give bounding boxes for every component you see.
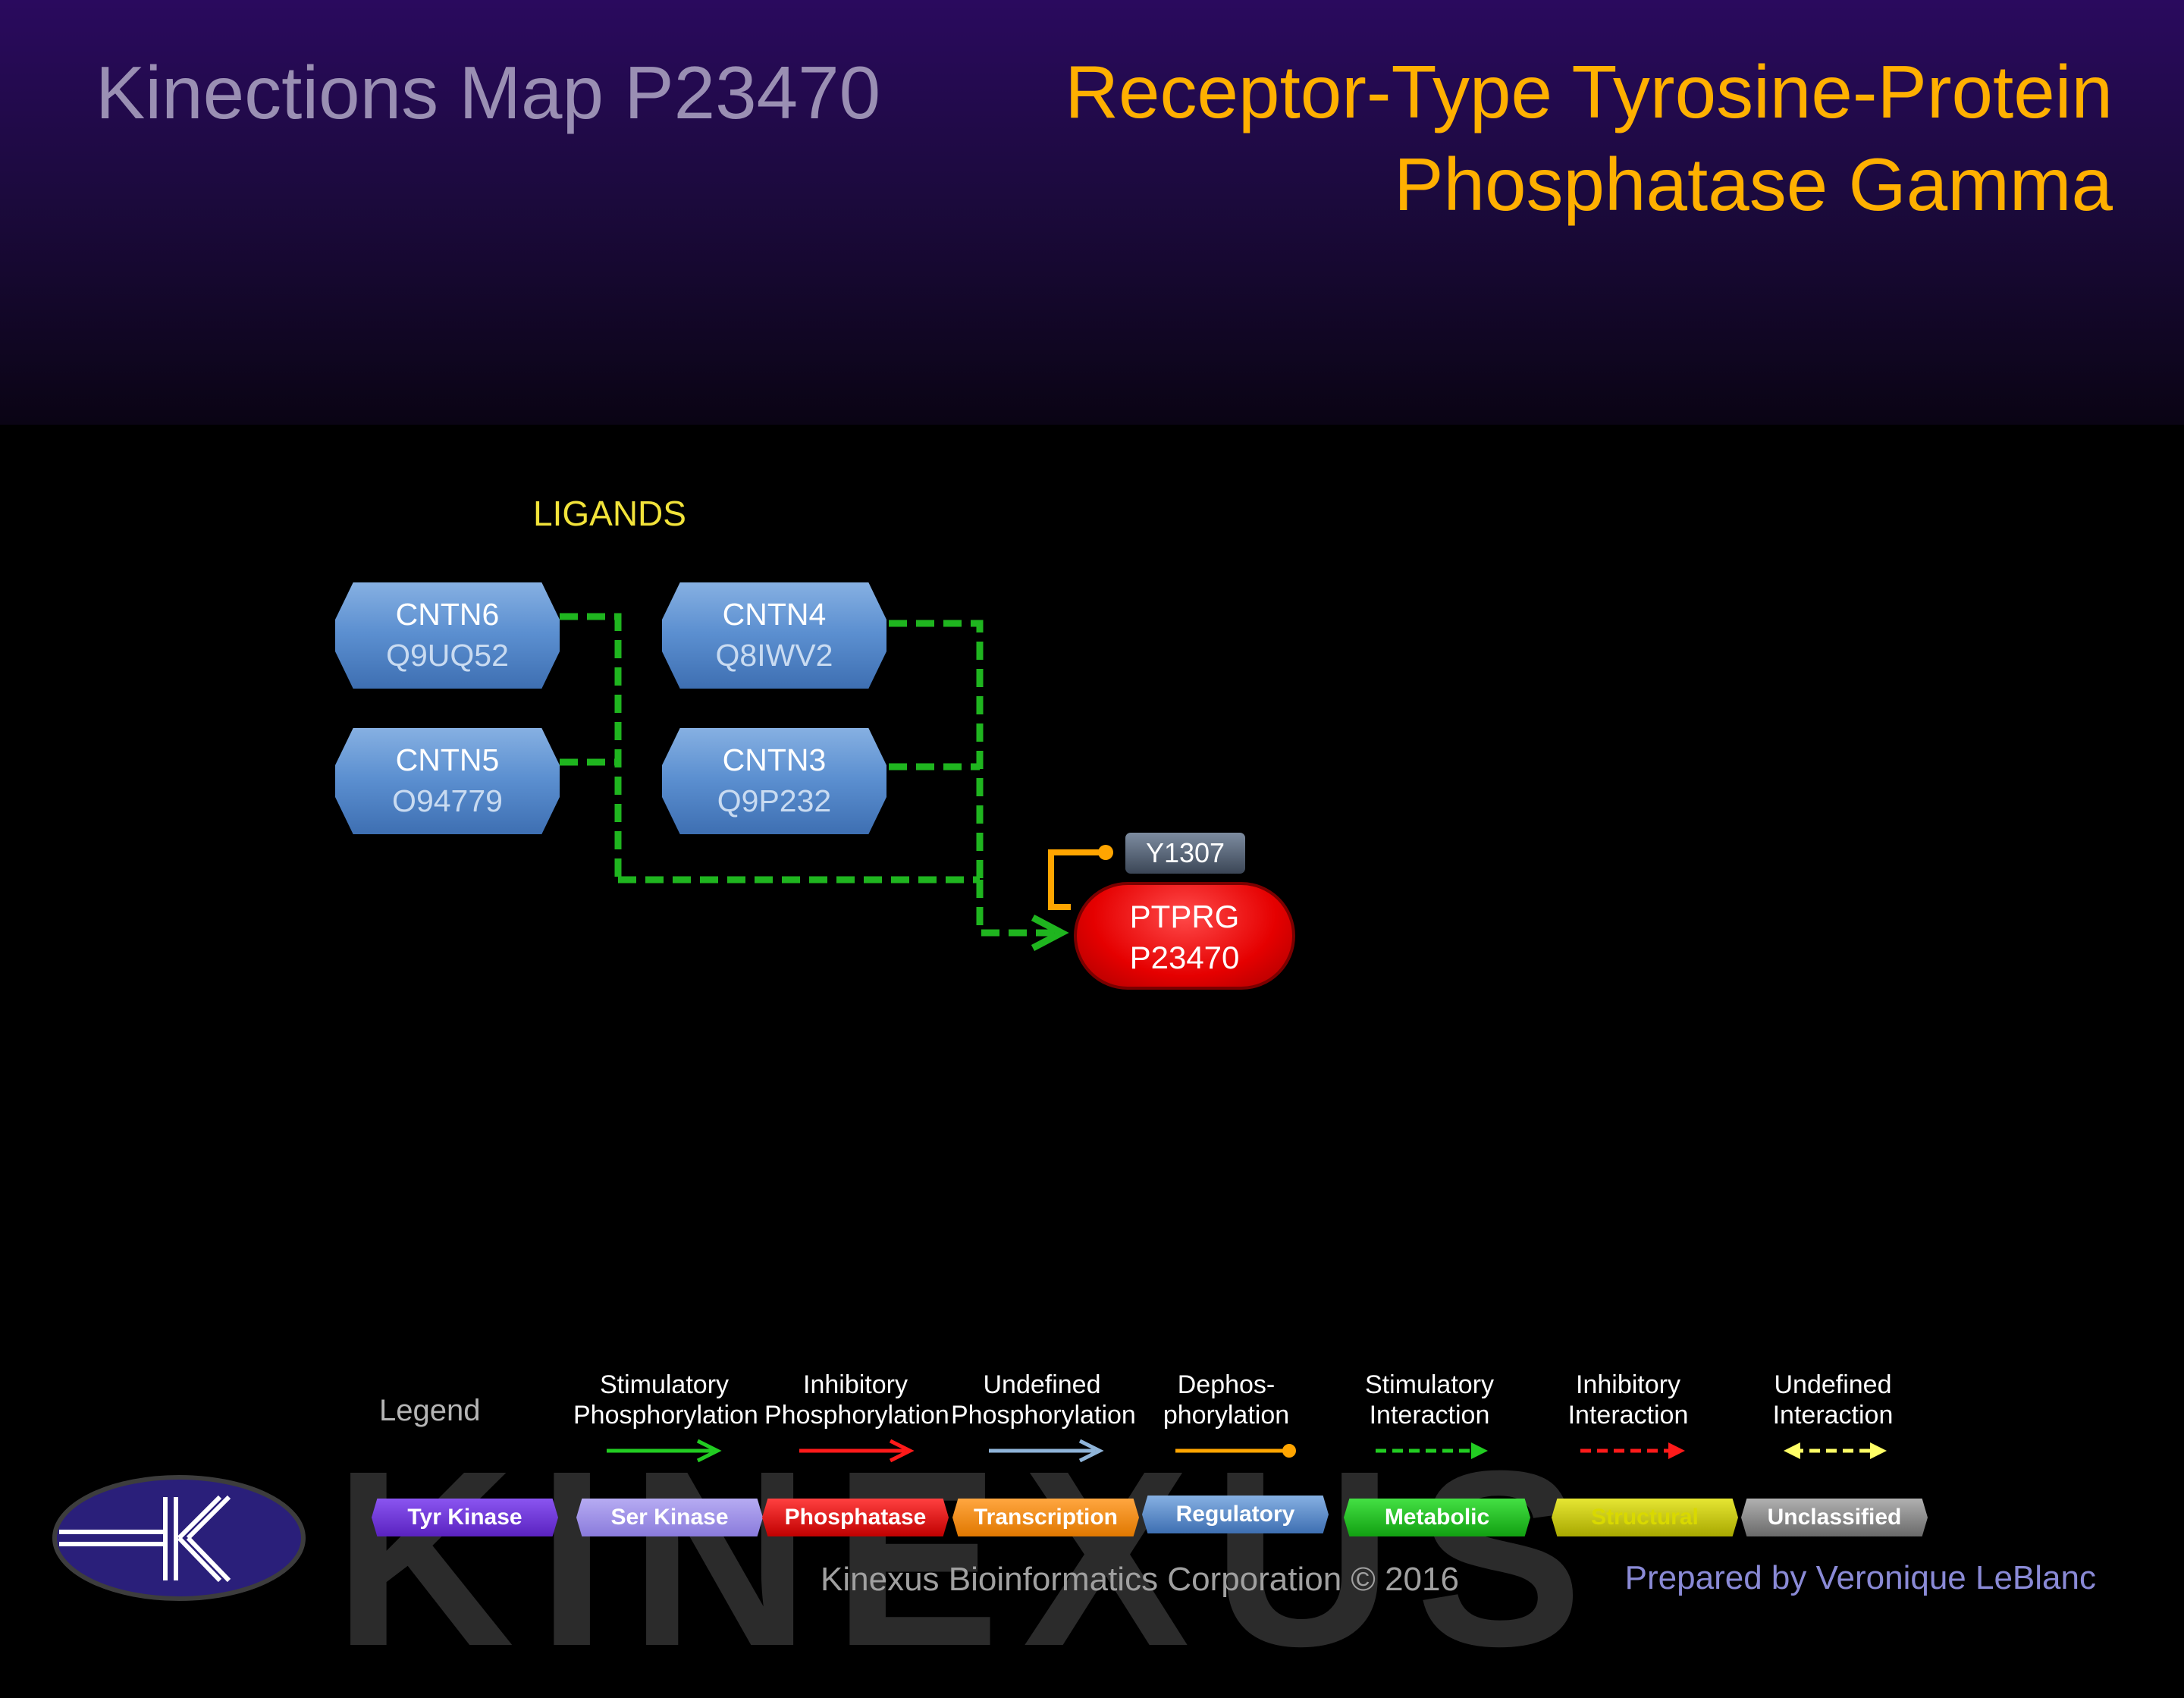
legend-label-line: Stimulatory (599, 1370, 730, 1399)
node-name: PTPRG (1129, 899, 1240, 934)
node-ptprg[interactable]: PTPRG P23470 (1074, 882, 1295, 990)
phosphosite-tag[interactable]: Y1307 (1125, 833, 1245, 874)
node-cntn6[interactable]: CNTN6 Q9UQ52 (335, 582, 560, 689)
legend-label-stim-int: Stimulatory Interaction (1338, 1370, 1520, 1430)
node-cntn5[interactable]: CNTN5 O94779 (335, 728, 560, 834)
legend-label-line: Undefined (1774, 1370, 1892, 1399)
legend-chip-unclassified: Unclassified (1741, 1499, 1928, 1536)
legend-label-inhib-phos: Inhibitory Phosphorylation (764, 1370, 949, 1430)
legend-arrow-dephos (1175, 1444, 1296, 1458)
node-cntn3[interactable]: CNTN3 Q9P232 (662, 728, 886, 834)
legend-label-line: Inhibitory (1576, 1370, 1680, 1399)
legend-chip-phosphatase: Phosphatase (762, 1499, 949, 1536)
protein-name: Receptor-Type Tyrosine-Protein Phosphata… (1065, 46, 2113, 231)
legend-label-line: Phosphorylation (951, 1401, 1136, 1430)
node-name: CNTN5 (395, 742, 500, 777)
legend-label-line: Phosphorylation (573, 1401, 758, 1430)
legend-chip-regulatory: Regulatory (1142, 1496, 1329, 1533)
legend-arrow-inhib-int (1580, 1442, 1685, 1459)
ligands-label: LIGANDS (533, 494, 686, 533)
node-accession: Q9P232 (717, 783, 832, 818)
legend-label-line: Interaction (1772, 1401, 1894, 1430)
legend-chip-tyr-kinase: Tyr Kinase (372, 1499, 558, 1536)
copyright-text: Kinexus Bioinformatics Corporation © 201… (821, 1561, 1459, 1598)
credit-text: Prepared by Veronique LeBlanc (1624, 1559, 2096, 1596)
node-accession: O94779 (392, 783, 503, 818)
edge-cntn6 (560, 613, 622, 880)
map-title: Kinections Map P23470 (96, 51, 881, 134)
legend-label-inhib-int: Inhibitory Interaction (1537, 1370, 1719, 1430)
legend-label-dephos: Dephos- phorylation (1135, 1370, 1317, 1430)
legend-chip-transcription: Transcription (952, 1499, 1139, 1536)
node-name: CNTN4 (722, 597, 827, 632)
legend-title: Legend (379, 1394, 481, 1427)
legend-label-line: Interaction (1369, 1401, 1490, 1430)
interaction-network (560, 613, 1113, 951)
edge-cntn4 (889, 620, 984, 880)
legend-label-undef-phos: Undefined Phosphorylation (951, 1370, 1136, 1430)
legend-arrow-undef-int (1784, 1442, 1887, 1459)
dephosphorylation-edge (1048, 849, 1104, 910)
edge-to-ptprg (976, 880, 1056, 937)
legend-label-line: Inhibitory (803, 1370, 908, 1399)
node-accession: P23470 (1129, 940, 1240, 975)
legend-label-undef-int: Undefined Interaction (1742, 1370, 1924, 1430)
node-accession: Q8IWV2 (715, 638, 833, 673)
legend-arrow-stim-int (1376, 1442, 1488, 1459)
legend-chip-ser-kinase: Ser Kinase (576, 1499, 763, 1536)
legend-label-line: Dephos- (1177, 1370, 1276, 1399)
legend-arrow-inhib-phos (799, 1439, 915, 1463)
legend-label-stim-phos: Stimulatory Phosphorylation (573, 1370, 758, 1430)
legend-label-line: Interaction (1567, 1401, 1689, 1430)
node-cntn4[interactable]: CNTN4 Q8IWV2 (662, 582, 886, 689)
protein-name-line-1: Receptor-Type Tyrosine-Protein (1065, 50, 2113, 133)
node-name: CNTN3 (722, 742, 827, 777)
node-accession: Q9UQ52 (386, 638, 509, 673)
legend-label-line: Phosphorylation (764, 1401, 949, 1430)
legend-chip-structural: Structural (1552, 1499, 1738, 1536)
legend-arrows (607, 1439, 1887, 1463)
protein-name-line-2: Phosphatase Gamma (1394, 143, 2113, 226)
legend-arrow-stim-phos (607, 1439, 722, 1463)
dephosphorylation-dot (1098, 845, 1113, 860)
edge-arrowhead (1031, 915, 1069, 951)
legend-chip-metabolic: Metabolic (1344, 1499, 1530, 1536)
legend-label-line: phorylation (1163, 1401, 1290, 1430)
kinexus-logo (52, 1475, 306, 1601)
node-name: CNTN6 (395, 597, 500, 632)
legend-label-line: Stimulatory (1364, 1370, 1495, 1399)
legend-arrow-undef-phos (989, 1439, 1104, 1463)
header-banner (0, 0, 2184, 425)
legend-label-line: Undefined (983, 1370, 1101, 1399)
